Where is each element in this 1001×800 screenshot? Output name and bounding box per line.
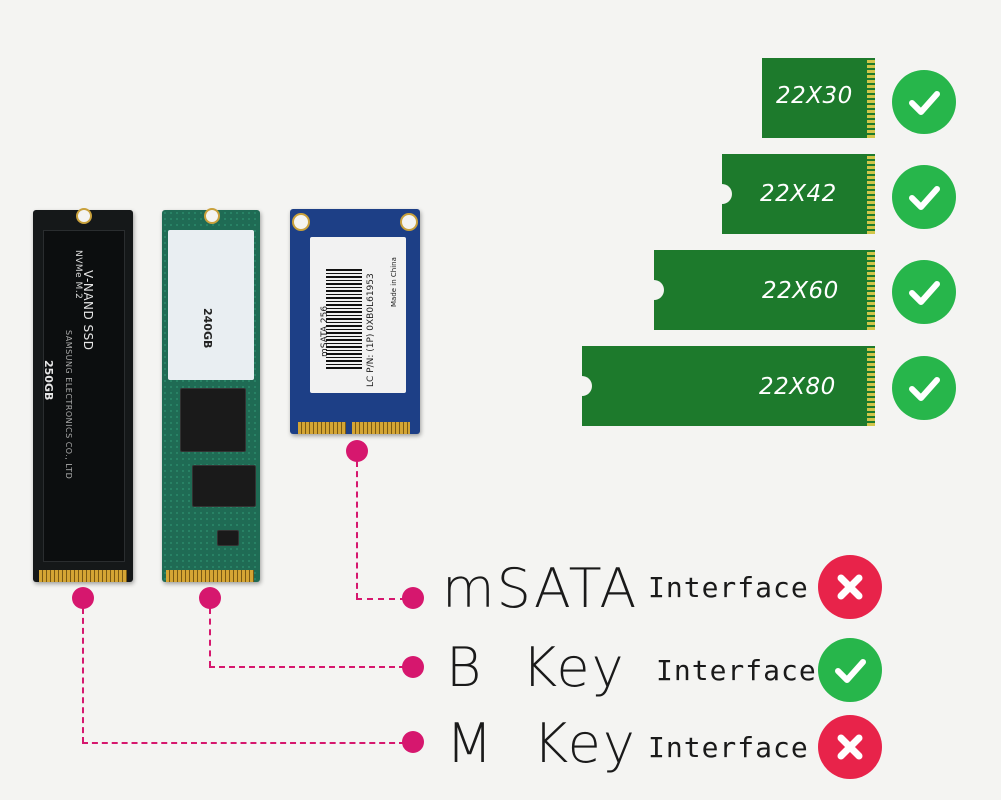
ssd-label-sticker: mSATA 256 LC P/N: (1P) 0XB0L61953 Made i… xyxy=(310,237,406,393)
interface-suffix-m-key: Interface xyxy=(648,731,809,764)
ssd-capacity-text: 240GB xyxy=(201,308,214,349)
b-key-ssd-card: 240GB xyxy=(162,208,260,582)
gold-contacts xyxy=(39,570,127,582)
stick-contacts xyxy=(867,58,875,138)
mount-hole xyxy=(292,213,310,231)
connector-line xyxy=(82,608,84,743)
stick-contacts xyxy=(867,250,875,330)
interface-name-m-key: M Key xyxy=(446,712,637,775)
interface-name-msata: mSATA xyxy=(442,557,639,620)
connector-line xyxy=(356,461,358,599)
stick-notch xyxy=(722,184,732,204)
cross-circle-icon xyxy=(818,715,882,779)
interface-suffix-b-key: Interface xyxy=(656,654,817,687)
gold-contacts xyxy=(298,422,346,434)
small-chip xyxy=(217,530,239,546)
nvme-m2-ssd-card: V-NAND SSD NVMe M.2 SAMSUNG ELECTRONICS … xyxy=(33,208,133,582)
stick-notch xyxy=(582,376,592,396)
ssd-capacity-text: 250GB xyxy=(42,360,55,401)
ssd-maker-text: SAMSUNG ELECTRONICS CO., LTD xyxy=(64,330,73,480)
check-circle-icon xyxy=(818,638,882,702)
connector-line xyxy=(209,666,405,668)
ssd-model-text: NVMe M.2 xyxy=(73,250,83,300)
controller-chip xyxy=(192,465,256,507)
connector-dot xyxy=(402,731,424,753)
size-label-22x60: 22X60 xyxy=(762,278,839,304)
size-label-22x30: 22X30 xyxy=(776,83,853,109)
check-circle-icon xyxy=(892,356,956,420)
connector-dot xyxy=(402,587,424,609)
barcode xyxy=(326,269,362,369)
gold-contacts xyxy=(166,570,254,582)
size-stick-22x42 xyxy=(722,154,875,234)
size-stick-22x60 xyxy=(654,250,875,330)
connector-dot xyxy=(199,587,221,609)
connector-dot xyxy=(72,587,94,609)
ssd-label-sticker xyxy=(168,230,254,380)
check-circle-icon xyxy=(892,70,956,134)
msata-ssd-card: mSATA 256 LC P/N: (1P) 0XB0L61953 Made i… xyxy=(290,209,420,434)
card-notch xyxy=(204,208,220,224)
msata-title-text: mSATA 256 xyxy=(320,305,330,357)
ssd-brand-text: V-NAND SSD xyxy=(81,270,95,351)
size-stick-22x30 xyxy=(762,58,875,138)
size-label-22x80: 22X80 xyxy=(759,374,836,400)
ssd-label-sticker xyxy=(43,230,125,562)
msata-pn-text: LC P/N: (1P) 0XB0L61953 xyxy=(366,273,376,387)
mount-hole xyxy=(400,213,418,231)
connector-line xyxy=(82,742,405,744)
size-stick-22x80 xyxy=(582,346,875,426)
card-notch xyxy=(76,208,92,224)
size-label-22x42: 22X42 xyxy=(760,181,837,207)
gold-contacts xyxy=(352,422,410,434)
check-circle-icon xyxy=(892,165,956,229)
stick-contacts xyxy=(867,154,875,234)
check-circle-icon xyxy=(892,260,956,324)
connector-dot xyxy=(402,656,424,678)
cross-circle-icon xyxy=(818,555,882,619)
interface-suffix-msata: Interface xyxy=(648,571,809,604)
stick-notch xyxy=(654,280,664,300)
stick-contacts xyxy=(867,346,875,426)
msata-origin-text: Made in China xyxy=(390,257,398,307)
connector-line xyxy=(209,608,211,667)
connector-line xyxy=(356,598,406,600)
connector-dot xyxy=(346,440,368,462)
interface-name-b-key: B Key xyxy=(446,636,626,699)
nand-chip xyxy=(180,388,246,452)
